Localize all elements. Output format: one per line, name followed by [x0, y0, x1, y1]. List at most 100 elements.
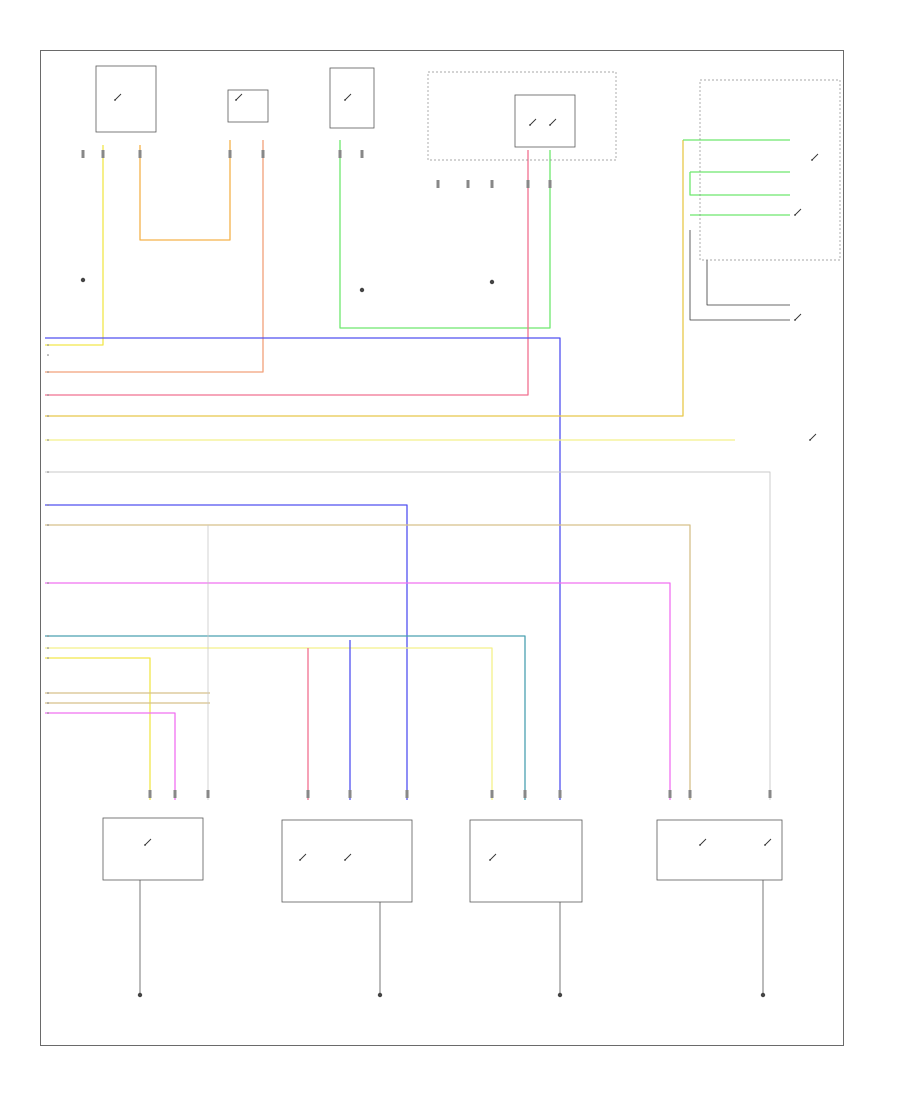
- wire-teal: [45, 635, 526, 800]
- connector-bottom-1: [173, 790, 177, 798]
- left-pin-12: [47, 657, 49, 659]
- relay-top-right: [514, 94, 576, 148]
- connector-bottom-5: [405, 790, 409, 798]
- relay-top-right-switch: [529, 118, 537, 126]
- left-pin-5: [47, 439, 49, 441]
- right-switch-3: [794, 313, 802, 321]
- right-switch-2: [794, 208, 802, 216]
- ground-top-mid: [359, 287, 365, 293]
- right-switch-2-pivot: [794, 214, 796, 216]
- wire-grey: [45, 471, 771, 800]
- switch-lower-3: [469, 819, 583, 903]
- switch-lower-1-contact: [144, 838, 152, 846]
- connector-bottom-9: [668, 790, 672, 798]
- connector-bottom-2: [206, 790, 210, 798]
- relay-top-right-switch-2: [549, 118, 557, 126]
- left-pin-3: [47, 394, 49, 396]
- wire-tan: [45, 524, 691, 800]
- connector-bottom-8: [558, 790, 562, 798]
- left-pin-1: [47, 354, 49, 356]
- connector-top-6: [360, 150, 364, 158]
- switch-lower-3-contact: [489, 853, 497, 861]
- connector-top-0: [81, 150, 85, 158]
- wire-green-mid-branch: [689, 172, 790, 196]
- switch-top-2-contact-pivot: [235, 99, 237, 101]
- left-pin-10: [47, 635, 49, 637]
- switch-lower-4-contact-a: [699, 838, 707, 846]
- switch-top-2: [227, 89, 269, 123]
- left-pin-2: [47, 371, 49, 373]
- connector-top-4: [261, 150, 265, 158]
- connector-bottom-11: [768, 790, 772, 798]
- wire-dark-inner: [706, 260, 790, 306]
- wire-red: [45, 150, 529, 396]
- module-top-right: [427, 71, 617, 161]
- connector-top-3: [228, 150, 232, 158]
- switch-lower-2-contact-b-pivot: [344, 859, 346, 861]
- switch-lower-2-contact-a-pivot: [299, 859, 301, 861]
- connector-top-11: [548, 180, 552, 188]
- relay-top-right-switch-pivot: [529, 124, 531, 126]
- switch-top-2-contact: [235, 93, 243, 101]
- wire-top-green: [339, 140, 551, 329]
- left-pin-0: [47, 344, 49, 346]
- wire-blue-mid: [45, 504, 408, 800]
- right-switch-4: [809, 433, 817, 441]
- wire-blue-right: [45, 337, 561, 800]
- wire-gold: [45, 140, 684, 417]
- left-pin-13: [47, 692, 49, 694]
- connector-bottom-7: [523, 790, 527, 798]
- switch-lower-2-contact-b: [344, 853, 352, 861]
- left-pin-6: [47, 471, 49, 473]
- wire-dark: [689, 230, 790, 321]
- connector-top-2: [138, 150, 142, 158]
- switch-panel-right: [699, 79, 841, 261]
- connector-top-9: [490, 180, 494, 188]
- connector-bottom-3: [306, 790, 310, 798]
- wire-yellow-left: [45, 657, 151, 800]
- left-pin-8: [47, 524, 49, 526]
- left-pin-4: [47, 415, 49, 417]
- switch-lower-2: [281, 819, 413, 903]
- right-switch-4-pivot: [809, 439, 811, 441]
- relay-top-right-switch-2-pivot: [549, 124, 551, 126]
- left-pin-11: [47, 647, 49, 649]
- switch-lower-4-contact-b: [764, 838, 772, 846]
- wire-yellow-long: [45, 647, 493, 800]
- left-pin-7: [47, 504, 49, 506]
- ground-top-left: [80, 277, 86, 283]
- connector-top-10: [526, 180, 530, 188]
- wire-magenta-left: [45, 712, 176, 800]
- switch-top-3: [329, 67, 375, 129]
- wire-top-left-yellow: [45, 145, 104, 346]
- ground-top-right: [489, 279, 495, 285]
- connector-top-7: [436, 180, 440, 188]
- connector-bottom-10: [688, 790, 692, 798]
- connector-bottom-6: [490, 790, 494, 798]
- diagram-border: [40, 50, 844, 1046]
- right-switch-1: [811, 153, 819, 161]
- switch-lower-4: [656, 819, 783, 881]
- switch-lower-2-contact-a: [299, 853, 307, 861]
- left-pin-15: [47, 712, 49, 714]
- connector-bottom-0: [148, 790, 152, 798]
- switch-lower-1: [102, 817, 204, 881]
- relay-top-left-switch-pivot: [114, 99, 116, 101]
- switch-lower-1-contact-pivot: [144, 844, 146, 846]
- connector-top-1: [101, 150, 105, 158]
- right-switch-3-pivot: [794, 319, 796, 321]
- wires-layer: [45, 139, 790, 800]
- relay-top-left: [95, 65, 157, 133]
- switch-top-3-contact: [344, 93, 352, 101]
- wire-top-orange: [139, 140, 231, 241]
- ground-bottom-0: [137, 992, 143, 998]
- wire-magenta: [45, 582, 671, 800]
- connector-top-8: [466, 180, 470, 188]
- switch-lower-4-contact-b-pivot: [764, 844, 766, 846]
- switch-lower-3-contact-pivot: [489, 859, 491, 861]
- switch-lower-4-contact-a-pivot: [699, 844, 701, 846]
- switch-top-3-contact-pivot: [344, 99, 346, 101]
- connector-bottom-4: [348, 790, 352, 798]
- components-layer: [47, 65, 841, 998]
